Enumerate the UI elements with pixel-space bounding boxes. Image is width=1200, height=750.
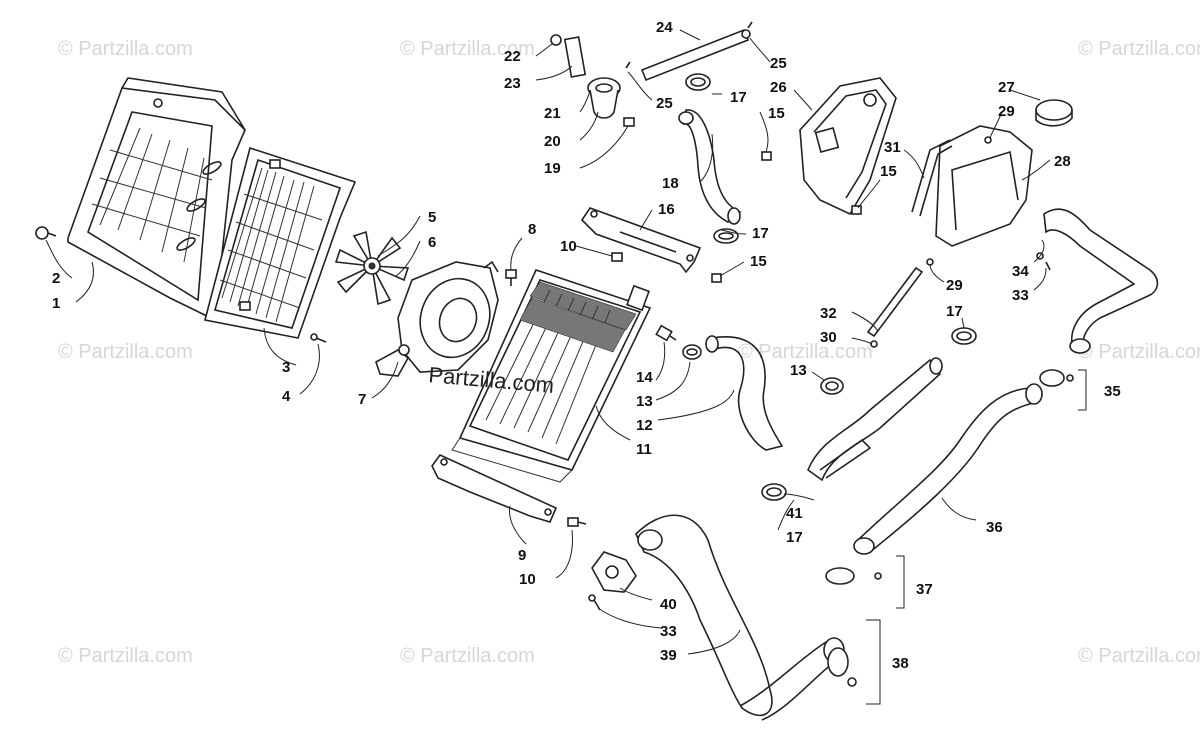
lower-bracket (431, 454, 558, 523)
callout-25: 25 (770, 55, 787, 72)
clamp-assembly-38 (827, 647, 857, 687)
radiator-hose-lower (705, 335, 784, 451)
lower-coolant-pipe (635, 514, 845, 721)
radiator-hose-upper (678, 109, 742, 225)
callout-41: 41 (786, 505, 803, 522)
watermark: © Partzilla.com (1078, 38, 1200, 60)
callout-15: 15 (750, 253, 767, 270)
screws-part-15 (711, 151, 862, 283)
watermarks: © Partzilla.com © Partzilla.com © Partzi… (58, 38, 1200, 667)
callout-26: 26 (770, 79, 787, 96)
callout-34: 34 (1012, 263, 1029, 280)
callout-35: 35 (1104, 383, 1121, 400)
callout-39: 39 (660, 647, 677, 664)
screw-part-2 (35, 226, 57, 240)
callout-12: 12 (636, 417, 653, 434)
callout-10: 10 (560, 238, 577, 255)
callout-11: 11 (636, 441, 652, 458)
callout-4: 4 (282, 388, 291, 405)
watermark: © Partzilla.com (1078, 645, 1200, 667)
callout-15: 15 (880, 163, 897, 180)
bypass-hose (625, 21, 753, 82)
callout-17: 17 (730, 89, 747, 106)
callout-18: 18 (662, 175, 679, 192)
filler-neck-pipe (1036, 208, 1159, 354)
fan-blade (334, 230, 410, 306)
watermark: © Partzilla.com (1078, 341, 1200, 363)
callout-14: 14 (636, 369, 653, 386)
callout-22: 22 (504, 48, 521, 65)
bolt-part-10 (567, 252, 623, 527)
callout-33: 33 (660, 623, 677, 640)
callout-25: 25 (656, 95, 673, 112)
watermark: © Partzilla.com (400, 38, 535, 60)
callout-13: 13 (636, 393, 653, 410)
clamp-assembly-37 (825, 567, 882, 585)
watermark: © Partzilla.com (58, 341, 193, 363)
coolant-bottle (911, 99, 1073, 266)
callout-2: 2 (52, 270, 60, 287)
watermark: © Partzilla.com (400, 645, 535, 667)
watermark: © Partzilla.com (58, 645, 193, 667)
long-coolant-hose (853, 383, 1043, 555)
callout-5: 5 (428, 209, 436, 226)
callout-13: 13 (790, 362, 807, 379)
callout-19: 19 (544, 160, 561, 177)
watermark: © Partzilla.com (738, 341, 873, 363)
callout-37: 37 (916, 581, 933, 598)
hose-clamps-17 (685, 73, 977, 501)
callout-6: 6 (428, 234, 436, 251)
overflow-hose (866, 266, 924, 348)
callout-40: 40 (660, 596, 677, 613)
callout-17: 17 (946, 303, 963, 320)
callout-1: 1 (52, 295, 60, 312)
callout-16: 16 (658, 201, 675, 218)
hose-clamp-13 (820, 377, 844, 395)
fan-shroud (375, 260, 499, 377)
upper-bracket (580, 207, 702, 274)
callout-28: 28 (1054, 153, 1071, 170)
pipe-bracket-40 (591, 551, 637, 593)
callout-3: 3 (282, 359, 290, 376)
callout-29: 29 (946, 277, 963, 294)
callout-29: 29 (998, 103, 1015, 120)
bolt-part-8 (505, 269, 517, 286)
hose-clamp (682, 344, 702, 360)
callout-32: 32 (820, 305, 837, 322)
callout-labels: 2 1 3 4 5 6 7 8 9 10 10 11 12 13 13 14 1… (52, 19, 1121, 672)
callout-30: 30 (820, 329, 837, 346)
callout-27: 27 (998, 79, 1015, 96)
callout-17: 17 (786, 529, 803, 546)
callout-31: 31 (884, 139, 901, 156)
callout-23: 23 (504, 75, 521, 92)
watermark: © Partzilla.com (58, 38, 193, 60)
callout-8: 8 (528, 221, 536, 238)
thermostat-housing (550, 34, 635, 127)
callout-17: 17 (752, 225, 769, 242)
callout-15: 15 (768, 105, 785, 122)
callout-10: 10 (519, 571, 536, 588)
coolant-reservoir-cover (799, 77, 897, 216)
temp-sensor (655, 324, 677, 342)
hose-part-41 (807, 357, 943, 482)
radiator-core (451, 269, 652, 483)
callout-7: 7 (358, 391, 366, 408)
callout-21: 21 (544, 105, 561, 122)
radiator-shroud (67, 77, 246, 322)
radiator-screen (204, 146, 357, 339)
clamp-assembly-35 (1039, 369, 1074, 387)
callout-9: 9 (518, 547, 526, 564)
screw-part-4 (310, 333, 327, 343)
callout-33: 33 (1012, 287, 1029, 304)
leader-lines (45, 29, 1087, 705)
callout-20: 20 (544, 133, 561, 150)
callout-38: 38 (892, 655, 909, 672)
callout-24: 24 (656, 19, 673, 36)
callout-36: 36 (986, 519, 1003, 536)
